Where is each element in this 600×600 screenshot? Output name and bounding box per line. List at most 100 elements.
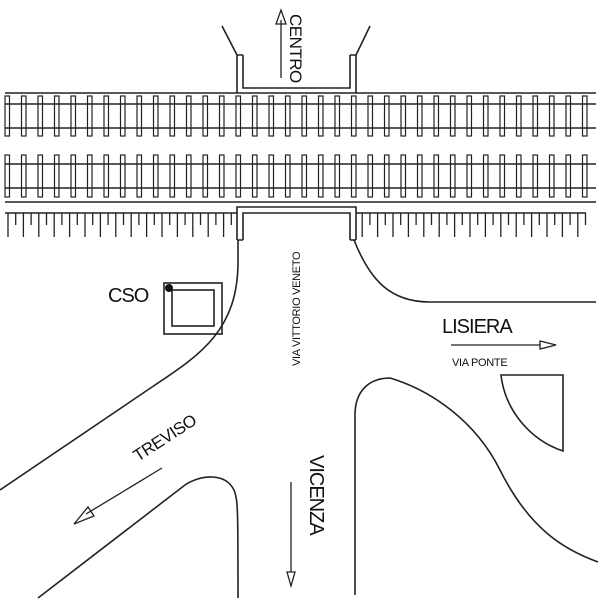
rail-tie [515, 95, 522, 137]
rail-tie [251, 95, 258, 137]
rail-tie [449, 95, 456, 137]
rail-tie [169, 154, 176, 198]
railway [4, 92, 596, 203]
vicenza-arrow [286, 482, 296, 589]
rail-tie [367, 154, 374, 198]
rail-tie [548, 95, 555, 137]
label-lisiera: LISIERA [442, 316, 513, 338]
rail-tie [202, 95, 209, 137]
rail-tie [284, 154, 291, 198]
rail-tie [86, 95, 93, 137]
south-crossing-inner [242, 212, 351, 240]
centro-arrow-head-icon [275, 8, 287, 25]
centro-arrow [275, 8, 287, 78]
rail-tie [152, 95, 159, 137]
road-edge-east-lisiera [353, 239, 596, 303]
cso-building-outer [163, 282, 223, 335]
rail-tie [185, 95, 192, 137]
label-via-vittorio-veneto: VIA VITTORIO VENETO [291, 251, 303, 366]
treviso-arrow-shaft [85, 467, 163, 515]
label-vicenza: VICENZA [305, 455, 327, 536]
track-1 [4, 95, 596, 137]
treviso-arrow-head-icon [73, 505, 95, 525]
rail-tie [499, 95, 506, 137]
rail-tie [235, 95, 242, 137]
rail-tie [119, 95, 126, 137]
rail-tie [251, 154, 258, 198]
rail-tie [466, 154, 473, 198]
label-via-ponte: VIA PONTE [452, 357, 507, 369]
rail-tie [499, 154, 506, 198]
rail-tie [20, 95, 27, 137]
lisiera-arrow [451, 340, 557, 350]
cso-entrance-dot-icon [165, 284, 173, 292]
label-treviso: TREVISO [130, 411, 200, 466]
label-centro: CENTRO [286, 14, 305, 83]
rail-tie [136, 95, 143, 137]
lisiera-arrow-head-icon [539, 340, 557, 350]
rail-tie [53, 154, 60, 198]
rail-tie [37, 154, 44, 198]
rail-tie [185, 154, 192, 198]
rail-tie [70, 95, 77, 137]
treviso-arrow [73, 467, 163, 525]
rail-tie [103, 95, 110, 137]
rail-tie [466, 95, 473, 137]
via-ponte-island [500, 374, 564, 453]
road-edge-east-vicenza [354, 377, 599, 595]
rail-tie [317, 154, 324, 198]
label-cso: CSO [108, 285, 149, 307]
rail-tie [235, 154, 242, 198]
road-edge-west-vicenza [37, 476, 239, 599]
rail-tie [482, 95, 489, 137]
rail-tie [169, 95, 176, 137]
rail-tie [218, 95, 225, 137]
track-2 [4, 154, 596, 198]
rail-tie [218, 154, 225, 198]
north-road [221, 25, 371, 93]
rail-tie [103, 154, 110, 198]
fence [5, 212, 587, 237]
rail-tie [53, 95, 60, 137]
road-edge-west-treviso [0, 240, 239, 491]
rail-tie [317, 95, 324, 137]
rail-tie [532, 154, 539, 198]
rail-tie [449, 154, 456, 198]
rail-tie [565, 154, 572, 198]
rail-tie [86, 154, 93, 198]
rail-tie [4, 154, 11, 198]
south-crossing [236, 206, 357, 241]
north-road-inner-curb [242, 55, 351, 89]
rail-tie [301, 95, 308, 137]
rail-tie [334, 95, 341, 137]
rail-tie [268, 95, 275, 137]
rail-tie [548, 154, 555, 198]
rail-tie [202, 154, 209, 198]
rail-tie [301, 154, 308, 198]
rail-tie [433, 154, 440, 198]
rail-tie [152, 154, 159, 198]
rail-tie [20, 154, 27, 198]
rail-tie [433, 95, 440, 137]
rail-tie [383, 154, 390, 198]
rail-tie [37, 95, 44, 137]
rail-tie [532, 95, 539, 137]
south-crossing-outer [236, 206, 357, 240]
rail-tie [350, 154, 357, 198]
rail-tie [383, 95, 390, 137]
rail-tie [350, 95, 357, 137]
rail-tie [334, 154, 341, 198]
rail-tie [367, 95, 374, 137]
rail-tie [400, 154, 407, 198]
vicenza-arrow-head-icon [286, 571, 296, 589]
rail-tie [268, 154, 275, 198]
rail-tie [581, 95, 588, 137]
cso-building-inner [171, 289, 215, 327]
rail-tie [515, 154, 522, 198]
rail-tie [482, 154, 489, 198]
rail-tie [400, 95, 407, 137]
rail-tie [4, 95, 11, 137]
rail-tie [416, 154, 423, 198]
rail-tie [119, 154, 126, 198]
